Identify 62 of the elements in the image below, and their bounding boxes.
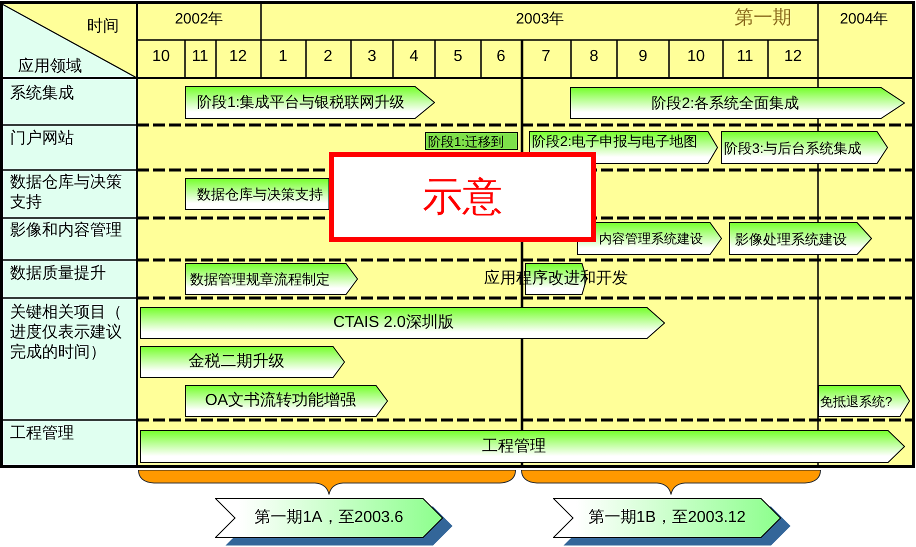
arrow-bar	[140, 307, 665, 339]
month-label: 2	[324, 49, 332, 65]
tag-bar	[425, 132, 518, 150]
month-label: 12	[784, 49, 802, 65]
bar-label: 阶段3:与后台系统集成	[724, 140, 862, 154]
arrow-bar	[729, 222, 872, 255]
month-label: 4	[410, 49, 418, 65]
arrow-bar	[185, 178, 329, 210]
bar-label: 金税二期升级	[188, 354, 284, 370]
arrow-bar	[185, 385, 388, 417]
curly-brace	[138, 470, 516, 495]
arrow-bar	[185, 263, 358, 295]
month-label: 11	[736, 49, 754, 65]
year-label: 2003年	[516, 12, 564, 26]
bar-label: 影像处理系统建设	[735, 232, 847, 246]
bar-label: 数据管理规章流程制定	[190, 272, 330, 286]
chevron-tag	[215, 498, 453, 546]
row-header-label: 系统集成	[10, 84, 74, 104]
arrow-bar	[140, 346, 345, 378]
month-label: 9	[638, 49, 648, 65]
stamp-label: 示意	[422, 177, 502, 217]
month-label: 6	[496, 49, 506, 65]
year-label: 2002年	[174, 12, 224, 26]
bar-label: 工程管理	[482, 438, 546, 454]
row-header-label: 关键相关项目（进度仅表示建议完成的时间）	[10, 303, 123, 363]
bar-label: 内容管理系统建设	[599, 232, 703, 245]
month-label: 1	[278, 49, 288, 65]
month-label: 5	[454, 49, 462, 65]
curly-brace	[521, 470, 821, 495]
arrow-bar	[818, 385, 910, 417]
month-label: 3	[368, 49, 376, 65]
row-header-label: 工程管理	[10, 424, 74, 444]
bar-label: 阶段2:电子申报与电子地图	[532, 134, 698, 148]
row-header-label: 数据质量提升	[10, 264, 106, 284]
tag-label: 第一期1A，至2003.6	[254, 510, 404, 526]
arrow-bar	[140, 430, 905, 463]
month-label: 10	[152, 49, 170, 65]
bar-label: CTAIS 2.0深圳版	[333, 315, 454, 331]
tag-label: 第一期1B，至2003.12	[588, 510, 746, 526]
arrow-bar	[185, 86, 435, 119]
month-label: 7	[542, 49, 550, 65]
period-label: 第一期	[734, 8, 792, 28]
year-label: 2004年	[840, 12, 888, 26]
arrow-bar	[721, 131, 888, 164]
bar-label: OA文书流转功能增强	[204, 393, 356, 409]
row-header-label: 门户网站	[10, 129, 74, 149]
bar-label: 阶段1:迁移到	[428, 134, 504, 148]
chevron-tag	[553, 498, 791, 546]
row-header-label: 影像和内容管理	[10, 221, 122, 241]
month-label: 10	[687, 49, 705, 65]
header-label: 应用领域	[18, 59, 82, 75]
bar-label: 免抵退系统?	[820, 394, 892, 408]
arrow-bar	[570, 87, 905, 119]
bar-label: 阶段2:各系统全面集成	[652, 96, 800, 110]
month-label: 12	[229, 49, 247, 65]
stamp-box	[329, 152, 596, 242]
header-label: 时间	[87, 19, 119, 35]
row-header-label: 数据仓库与决策支持	[10, 173, 123, 213]
month-label: 11	[192, 49, 208, 65]
month-label: 8	[590, 49, 598, 65]
bar-label: 阶段1:集成平台与银税联网升级	[197, 95, 405, 110]
bar-label: 数据仓库与决策支持	[197, 187, 323, 201]
